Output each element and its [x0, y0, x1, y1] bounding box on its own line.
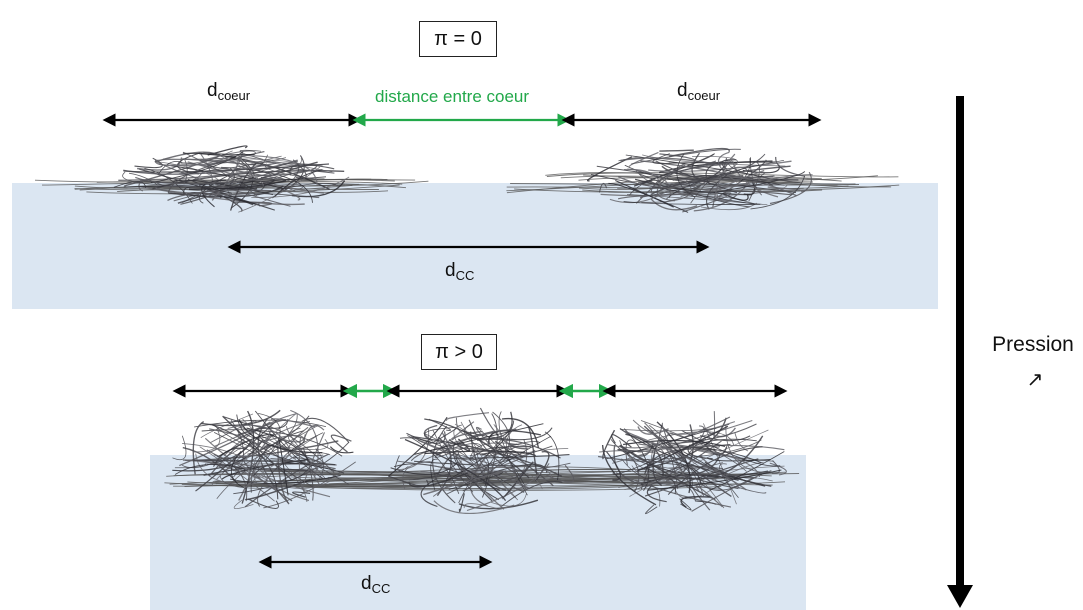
label-dcc-top: dCC [445, 260, 475, 283]
condition-bottom: π > 0 [435, 341, 483, 363]
coil-bottom-2 [387, 407, 575, 514]
pressure-arrow-head [947, 585, 973, 608]
coil-bottom-1 [172, 409, 356, 509]
pressure-label: Pression [992, 333, 1074, 356]
condition-top: π = 0 [434, 28, 482, 50]
coil-top-left [113, 145, 350, 213]
coil-top-right [587, 147, 813, 213]
label-dcc-bottom: dCC [361, 573, 391, 596]
condition-top-box: π = 0 [419, 21, 497, 57]
pressure-trend-icon: ↗ [1026, 369, 1044, 391]
label-d-coeur-right: dcoeur [677, 80, 721, 103]
condition-bottom-box: π > 0 [421, 334, 497, 370]
polymer-tangles [34, 145, 900, 515]
label-d-coeur-left: dcoeur [207, 80, 251, 103]
label-distance-entre-coeur: distance entre coeur [375, 87, 530, 106]
coil-bottom-3 [598, 411, 787, 515]
